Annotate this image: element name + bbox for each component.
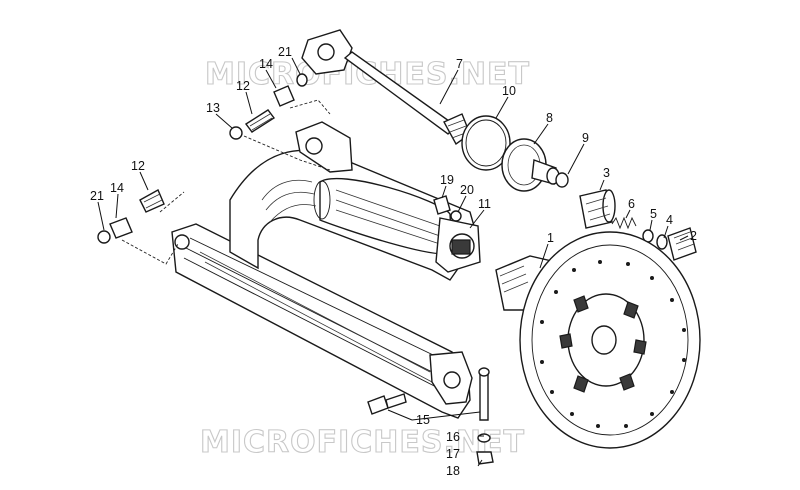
callout-12-upper: 12: [236, 79, 250, 93]
clamp-ring: [461, 115, 511, 171]
brake-disc-hub: [495, 231, 701, 449]
callout-3: 3: [603, 166, 610, 180]
callout-6: 6: [628, 197, 635, 211]
drive-shaft: [301, 29, 471, 146]
callout-15: 15: [416, 413, 430, 427]
callout-21-left: 21: [90, 189, 104, 203]
callout-17: 17: [446, 447, 460, 461]
bolt-kit-upper: [229, 73, 331, 171]
callout-20: 20: [460, 183, 474, 197]
callout-16: 16: [446, 430, 460, 444]
callout-14-upper: 14: [259, 57, 273, 71]
watermark-bottom: MICROFICHES.NET: [200, 425, 525, 460]
callout-5: 5: [650, 207, 657, 221]
callout-11: 11: [478, 197, 491, 211]
leader-lines: [97, 57, 689, 467]
callout-labels: 1 2 3 4 5 6 7 8 9 10 11 12 12 13 14 14 1…: [90, 45, 697, 478]
callout-13: 13: [206, 101, 220, 115]
spring: [611, 216, 637, 230]
callout-7: 7: [456, 57, 463, 71]
callout-1: 1: [547, 231, 554, 245]
lower-bolt-15: [367, 393, 407, 415]
washer-4: [656, 234, 668, 250]
callout-18: 18: [446, 464, 460, 478]
callout-21-upper: 21: [278, 45, 292, 59]
swing-arm: [171, 121, 481, 419]
circlip: [555, 172, 569, 188]
callout-4: 4: [666, 213, 673, 227]
washer-20: [450, 210, 462, 222]
splined-pinion: [667, 227, 697, 261]
callout-19: 19: [440, 173, 454, 187]
bevel-gear: [501, 138, 560, 192]
roller-bearing: [579, 189, 616, 229]
callout-12-left: 12: [131, 159, 145, 173]
callout-2: 2: [690, 229, 697, 243]
callout-9: 9: [582, 131, 589, 145]
callout-8: 8: [546, 111, 553, 125]
callout-14-left: 14: [110, 181, 124, 195]
callout-10: 10: [502, 84, 516, 98]
bolt-kit-left: [97, 189, 185, 265]
